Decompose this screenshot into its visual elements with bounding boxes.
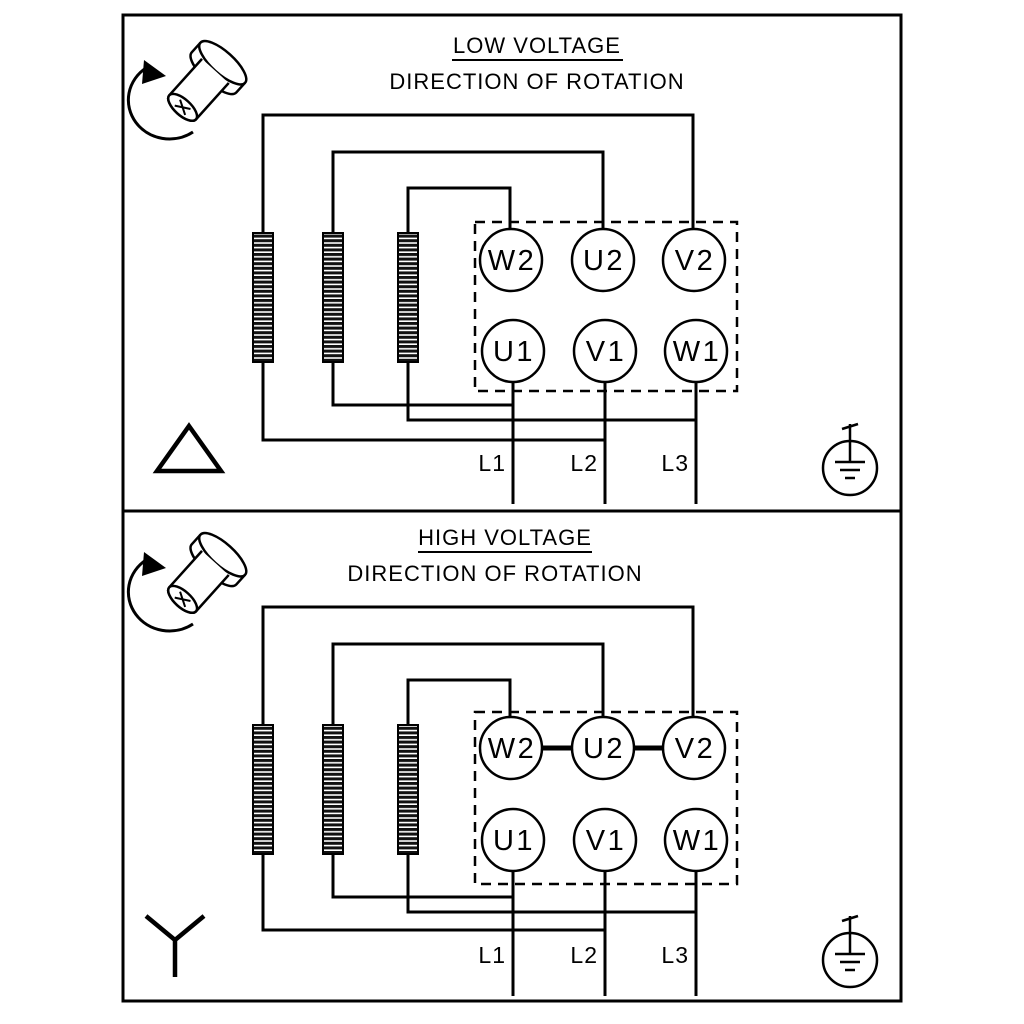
wire-bottom-2	[331, 854, 513, 899]
high-voltage-panel: HIGH VOLTAGE DIRECTION OF ROTATION	[126, 525, 879, 996]
winding-coil-2	[322, 724, 344, 855]
terminal-w1	[663, 318, 729, 384]
wire-top-3	[406, 678, 512, 725]
winding-coil-3	[397, 232, 419, 363]
terminal-w2	[478, 715, 544, 781]
terminal-u2	[570, 715, 636, 781]
terminal-w2-label: W2	[488, 733, 537, 765]
terminal-u2-label: U2	[583, 733, 625, 765]
earth-icon	[821, 914, 879, 989]
terminal-w2	[478, 227, 544, 293]
terminal-v2-label: V2	[675, 245, 715, 277]
shaft-face-cross	[174, 591, 191, 608]
terminal-w2-label: W2	[488, 245, 537, 277]
rotation-direction-icon	[126, 39, 248, 141]
wire-bottom-3	[406, 854, 696, 914]
rotation-arrow	[126, 558, 194, 633]
rotation-arrowhead	[142, 60, 166, 84]
wire-bottom-1	[261, 854, 605, 932]
lead-label-l1: L1	[478, 942, 506, 968]
terminal-v2	[661, 227, 727, 293]
rotation-arrow	[126, 66, 194, 141]
terminal-u1	[480, 807, 546, 873]
terminal-u1-label: U1	[493, 336, 535, 368]
star-symbol	[144, 914, 206, 977]
terminal-v1	[572, 318, 638, 384]
terminal-w1-label: W1	[673, 336, 722, 368]
lead-label-l1: L1	[478, 450, 506, 476]
terminal-v1-label: V1	[586, 825, 626, 857]
panel-subtitle: DIRECTION OF ROTATION	[347, 561, 642, 586]
terminal-w1-label: W1	[673, 825, 722, 857]
winding-coil-3	[397, 724, 419, 855]
terminal-w1	[663, 807, 729, 873]
terminal-v2-label: V2	[675, 733, 715, 765]
lead-label-l3: L3	[661, 450, 689, 476]
earth-circle	[821, 931, 879, 989]
lead-label-l2: L2	[570, 942, 598, 968]
terminal-u2	[570, 227, 636, 293]
terminal-u2-label: U2	[583, 245, 625, 277]
rotation-arrowhead	[142, 552, 166, 576]
earth-circle	[821, 439, 879, 497]
delta-symbol	[152, 422, 226, 474]
wire-top-1	[261, 605, 695, 725]
shaft-face-cross	[174, 99, 191, 116]
winding-coil-1	[252, 232, 274, 363]
winding-coil-2	[322, 232, 344, 363]
lead-label-l3: L3	[661, 942, 689, 968]
wire-bottom-2	[331, 362, 513, 407]
terminal-u1	[480, 318, 546, 384]
lead-label-l2: L2	[570, 450, 598, 476]
wire-top-3	[406, 186, 512, 233]
rotation-direction-icon	[126, 531, 248, 633]
shaft-flange	[198, 531, 248, 578]
terminal-box	[473, 220, 739, 393]
terminal-v1	[572, 807, 638, 873]
panel-subtitle: DIRECTION OF ROTATION	[389, 69, 684, 94]
wire-bottom-3	[406, 362, 696, 422]
wire-bottom-1	[261, 362, 605, 442]
panel-title: LOW VOLTAGE	[453, 33, 621, 58]
wire-top-2	[331, 642, 605, 725]
wire-top-1	[261, 113, 695, 233]
earth-icon	[821, 422, 879, 497]
winding-coil-1	[252, 724, 274, 855]
terminal-v2	[661, 715, 727, 781]
earth-lead-tick	[841, 914, 859, 923]
terminal-u1-label: U1	[493, 825, 535, 857]
panel-title: HIGH VOLTAGE	[418, 525, 592, 550]
terminal-box	[473, 710, 739, 886]
terminal-v1-label: V1	[586, 336, 626, 368]
low-voltage-panel: LOW VOLTAGE DIRECTION OF ROTATION	[126, 33, 879, 504]
wire-top-2	[331, 150, 605, 233]
earth-lead-tick	[841, 422, 859, 431]
